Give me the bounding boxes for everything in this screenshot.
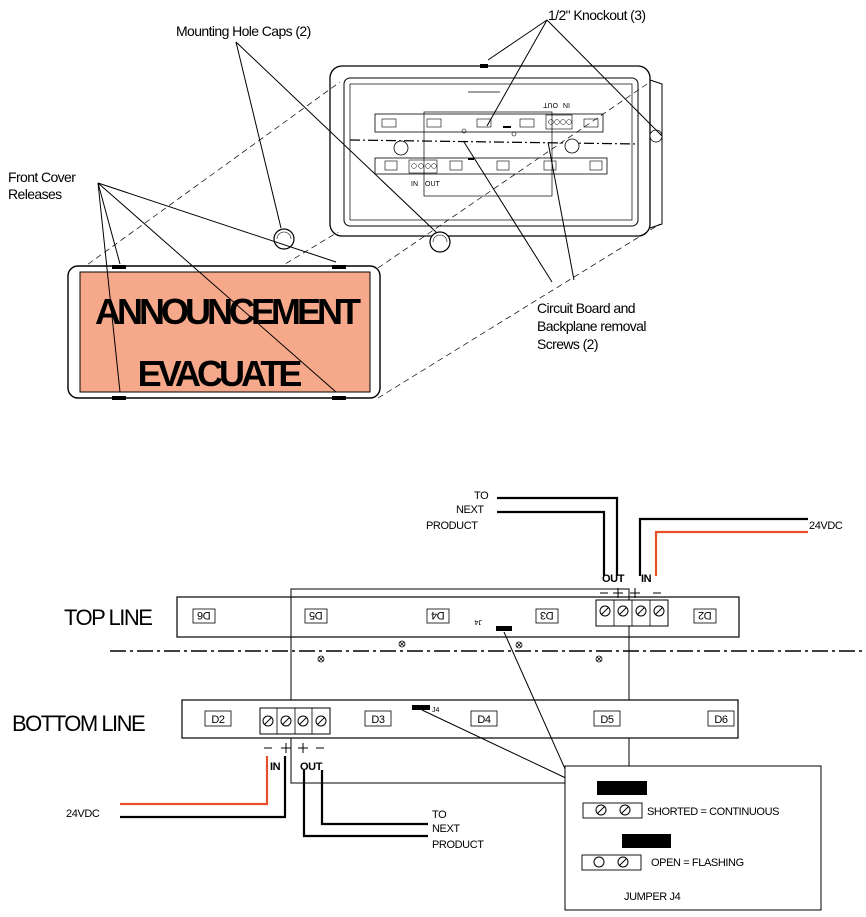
- label-front-cover-releases-2: Releases: [8, 186, 62, 202]
- enclosure-knockout-side: [649, 129, 663, 143]
- label-circuit-board-2: Backplane removal: [537, 318, 646, 334]
- bottom-segment-d3: D3: [364, 710, 392, 727]
- mini-top-in-label: IN: [563, 101, 570, 108]
- svg-text:D2: D2: [698, 609, 712, 621]
- jumper-open-label: OPEN = FLASHING: [651, 857, 744, 869]
- svg-text:D6: D6: [714, 714, 728, 726]
- top-to-next-3: PRODUCT: [426, 520, 478, 532]
- sign-face: [79, 271, 371, 393]
- bottom-segment-d6: D6: [707, 710, 735, 727]
- jumper-shorted-label: SHORTED = CONTINUOUS: [647, 806, 779, 818]
- bottom-line-label: BOTTOM LINE: [12, 711, 145, 736]
- bottom-segment-d4: D4: [470, 710, 498, 727]
- mini-in-label: IN: [411, 181, 418, 188]
- bottom-polarity-marks: [264, 743, 324, 753]
- jumper-cap-shorted: [597, 781, 647, 795]
- mounting-hole-cap-left: [273, 228, 295, 250]
- top-segment-d3: D3: [535, 608, 559, 624]
- top-to-next-1: TO: [474, 490, 489, 502]
- svg-text:D5: D5: [309, 609, 323, 621]
- top-segment-d2: D2: [693, 608, 717, 624]
- top-out-label: OUT: [602, 573, 625, 585]
- svg-text:D3: D3: [371, 714, 385, 726]
- label-circuit-board-3: Screws (2): [537, 336, 598, 352]
- label-mounting-hole-caps: Mounting Hole Caps (2): [176, 23, 311, 39]
- jumper-title: JUMPER J4: [624, 891, 681, 903]
- bottom-power-label: 24VDC: [66, 808, 100, 820]
- bottom-j4-label: J4: [432, 707, 440, 714]
- bottom-in-label: IN: [270, 761, 281, 773]
- bottom-j4-jumper: [412, 705, 430, 710]
- bottom-out-label: OUT: [300, 761, 323, 773]
- bottom-to-next-1: TO: [432, 809, 447, 821]
- top-line-label: TOP LINE: [64, 605, 152, 630]
- top-line-segments: D6 D5 D4 D3 D2: [192, 608, 717, 624]
- svg-text:D4: D4: [431, 609, 445, 621]
- svg-text:D6: D6: [197, 609, 211, 621]
- top-j4-jumper: [496, 626, 512, 631]
- enclosure-knockout-right: [564, 138, 580, 154]
- enclosure-bottom-board: IN OUT: [374, 157, 608, 188]
- top-segment-d4: D4: [426, 608, 450, 624]
- sign-text-announcement: ANNOUNCEMENT: [95, 291, 361, 332]
- top-power-label: 24VDC: [809, 520, 843, 532]
- top-segment-d6: D6: [192, 608, 216, 624]
- leader-lines: [97, 19, 663, 393]
- svg-text:D2: D2: [211, 714, 225, 726]
- svg-text:D4: D4: [477, 714, 491, 726]
- top-segment-d5: D5: [304, 608, 328, 624]
- mini-out-label: OUT: [425, 181, 441, 188]
- bottom-segment-d2: D2: [204, 710, 232, 727]
- jumper-leader-lines: [421, 631, 571, 781]
- mounting-hole-cap-right: [429, 231, 451, 253]
- top-in-label: IN: [641, 573, 652, 585]
- label-knockout: 1/2" Knockout (3): [548, 7, 646, 23]
- svg-text:D3: D3: [540, 609, 554, 621]
- backplane-outline: [290, 588, 630, 784]
- top-j4-label: J4: [475, 618, 483, 625]
- mini-top-out-label: OUT: [543, 101, 559, 108]
- top-wiring: [497, 496, 808, 576]
- bottom-segment-d5: D5: [593, 710, 621, 727]
- label-front-cover-releases-1: Front Cover: [8, 169, 76, 185]
- bottom-line-segments: D2 D3 D4 D5 D6: [204, 710, 735, 727]
- sign-text-evacuate: EVACUATE: [138, 353, 302, 394]
- front-cover: [67, 265, 381, 400]
- bottom-to-next-3: PRODUCT: [432, 839, 484, 851]
- bottom-terminal-block: [259, 707, 331, 735]
- bottom-to-next-2: NEXT: [432, 823, 460, 835]
- top-polarity-marks: [600, 588, 661, 598]
- svg-text:D5: D5: [600, 714, 614, 726]
- top-terminal-block: [595, 599, 669, 627]
- jumper-cap-open: [622, 834, 671, 848]
- bottom-wiring: [120, 756, 428, 838]
- jumper-detail-box: [564, 765, 822, 911]
- label-circuit-board-1: Circuit Board and: [537, 300, 635, 316]
- enclosure-knockout-left: [393, 140, 409, 156]
- enclosure-backbox: [329, 64, 663, 237]
- top-to-next-2: NEXT: [456, 504, 484, 516]
